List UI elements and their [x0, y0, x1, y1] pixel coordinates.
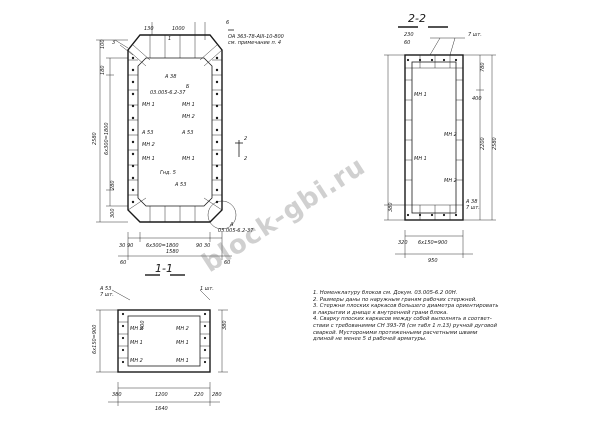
s11-callout-a53: А 53: [99, 286, 111, 292]
s11-dim-1200: 1200: [155, 392, 168, 398]
s11-callout-mn1-a: МН 1: [130, 340, 143, 346]
plan-bottom-dim-6: 60: [224, 260, 230, 266]
plan-bottom-dim-5: 60: [120, 260, 126, 266]
s22-top-dim-2: 60: [404, 40, 410, 46]
plan-callout-mn1-c: МН 1: [142, 156, 155, 162]
s11-callout-mn2-a: МН 2: [130, 326, 143, 332]
plan-callout-mn1-b: МН 1: [182, 102, 195, 108]
s11-dim-380: 380: [222, 320, 228, 330]
note-line-6: ствии с требованиями СН 393-78 (см табл …: [313, 322, 497, 329]
s11-dim-far-right: 280: [212, 392, 222, 398]
plan-callout-3: 3: [112, 40, 115, 46]
plan-callout-mn2-b: МН 2: [142, 142, 155, 148]
section-2-2: [384, 26, 496, 258]
s11-callout-count: 7 шт.: [100, 292, 114, 298]
plan-left-dim-2: 180: [100, 65, 106, 75]
s22-right-dim-2: 400: [472, 96, 482, 102]
plan-callout-a: А: [229, 222, 234, 228]
plan-bottom-dim-4: 1580: [166, 249, 179, 255]
plan-callout-a53-a: А 53: [141, 130, 153, 136]
plan-callout-mn1-a: МН 1: [142, 102, 155, 108]
s22-bottom-dim-2: 6х150=900: [418, 240, 447, 246]
plan-left-dim-5: 280: [110, 180, 116, 190]
note-line-7: сваркой. Мустороними протяженными расчет…: [313, 329, 478, 336]
plan-left-dim-4: 6х300=1800: [104, 122, 110, 155]
s22-top-dim-3: 7 шт.: [468, 32, 482, 38]
s11-dim-right: 220: [194, 392, 204, 398]
s22-bottom-dim-3: 950: [428, 258, 438, 264]
s22-right-dim-3: 2200: [480, 137, 486, 150]
s11-callout-mn2-c: МН 2: [176, 326, 189, 332]
plan-bottom-dim-1: 30 90: [119, 243, 133, 249]
s22-callout-count: 7 шт.: [466, 205, 480, 211]
s22-right-dim-1: 780: [480, 62, 486, 72]
s11-dim-400: 400: [140, 320, 146, 330]
plan-top-dim-1: 130: [144, 26, 154, 32]
plan-callout-doc-top: 03.005-6.2-37: [150, 90, 186, 96]
s11-dim-900: 6х150=900: [92, 325, 98, 354]
plan-callout-mn1-d: МН 1: [182, 156, 195, 162]
plan-callout-gnd5: Гнд. 5: [160, 170, 176, 176]
note-line-3: 3. Стержни плоских каркасов большего диа…: [313, 303, 499, 310]
section-1-1: [96, 274, 228, 406]
plan-callout-a53-c: А 53: [174, 182, 186, 188]
note-line-5: 4. Сварку плоских каркасов между собой в…: [313, 316, 492, 323]
s22-left-dim-1: 380: [388, 202, 394, 212]
note-line-1: 1. Номенклатуру блоков см. Докум. 03.005…: [313, 290, 458, 296]
s11-dim-left: 380: [112, 392, 122, 398]
s22-callout-mn2-b: МН 2: [444, 178, 457, 184]
plan-callout-a53-b: А 53: [181, 130, 193, 136]
section-1-1-title: 1-1: [155, 262, 173, 275]
plan-callout-6: 6: [226, 20, 229, 26]
plan-section-mark-top: 2: [244, 136, 247, 142]
s22-callout-mn2-a: МН 2: [444, 132, 457, 138]
s22-right-dim-4: 2580: [492, 137, 498, 150]
plan-callout-rebar-spec: ОА 363-78-АIII-10-800: [228, 34, 284, 40]
plan-callout-note-ref: см. примечание п. 4: [228, 40, 281, 46]
plan-bottom-dim-3: 90 30: [196, 243, 210, 249]
s22-bottom-dim-1: 320: [398, 240, 408, 246]
s11-callout-mn2-b: МН 2: [130, 358, 143, 364]
plan-callout-1: 1: [168, 36, 171, 42]
note-line-4: в лакрытии и днище к внутренней грани бл…: [313, 309, 449, 316]
s22-callout-mn1-b: МН 1: [414, 156, 427, 162]
plan-left-dim-6: 300: [110, 208, 116, 218]
plan-callout-b: Б: [186, 84, 190, 90]
plan-left-dim-1: 100: [100, 39, 106, 49]
plan-callout-doc-bottom: 03.005-6.2-37: [218, 228, 254, 234]
plan-section-mark-bottom: 2: [244, 156, 247, 162]
plan-callout-mn2-a: МН 2: [182, 114, 195, 120]
note-line-2: 2. Размеры даны по наружным граням рабоч…: [313, 296, 477, 303]
plan-bottom-dim-2: 6х300=1800: [146, 243, 179, 249]
s22-callout-a38: А 38: [465, 199, 477, 205]
plan-callout-a38: А 38: [164, 74, 176, 80]
s11-callout-mn1-c: МН 1: [176, 358, 189, 364]
s22-top-dim-1: 230: [404, 32, 414, 38]
plan-top-dim-2: 1000: [172, 26, 185, 32]
section-2-2-title: 2-2: [408, 12, 426, 25]
note-line-8: длиной не менее 5 d рабочей арматуры.: [313, 336, 427, 343]
s11-dim-1640: 1640: [155, 406, 168, 412]
plan-view: [96, 22, 243, 260]
s11-callout-mn1-b: МН 1: [176, 340, 189, 346]
general-notes: 1. Номенклатуру блоков см. Докум. 03.005…: [313, 290, 598, 343]
s22-callout-mn1-a: МН 1: [414, 92, 427, 98]
plan-left-dim-3: 2580: [92, 132, 98, 145]
s11-callout-1sht: 1 шт.: [200, 286, 214, 292]
